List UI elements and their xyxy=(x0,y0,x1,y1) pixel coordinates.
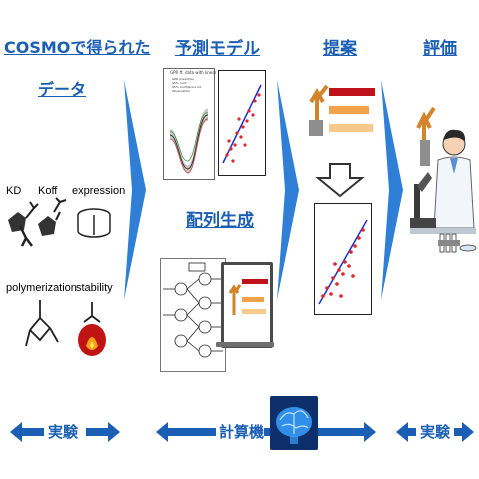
flow-chevron-arrow-1 xyxy=(124,80,146,300)
experiment-label-right: 実験 xyxy=(420,423,451,441)
gpr-legend-item-1: GPR prediction xyxy=(172,77,195,81)
kd-label: KD xyxy=(6,185,22,197)
cosmo-title-line1: COSMOで得られた xyxy=(4,38,151,57)
laptop-screen xyxy=(221,262,273,348)
koff-binding-icon xyxy=(38,197,67,236)
polymerization-icon xyxy=(25,300,59,347)
gpr-plot-legend: GPR prediction 95% conf. 95% confidence … xyxy=(172,77,202,93)
gpr-legend-item-2: 95% conf. xyxy=(172,81,187,85)
prediction-model-title: 予測モデル xyxy=(175,39,260,59)
ai-brain-icon xyxy=(270,396,318,450)
candidate-bar-3 xyxy=(329,124,373,132)
laptop-screen-content xyxy=(228,279,268,315)
laptop-base xyxy=(216,342,274,347)
scatter-plot-model xyxy=(222,84,262,164)
gpr-legend-item-4: Observation xyxy=(172,89,191,93)
koff-label: Koff xyxy=(38,185,58,197)
neural-network-diagram xyxy=(163,262,223,358)
scatter-plot-panel-proposal xyxy=(314,203,372,315)
sequence-generation-title: 配列生成 xyxy=(186,211,254,231)
polymerization-label: polymerization xyxy=(6,282,77,294)
experiment-arrow-right xyxy=(396,422,474,442)
experiment-label-left: 実験 xyxy=(48,423,79,441)
kd-binding-icon xyxy=(8,201,39,247)
gpr-plot-panel: GPR ft. data with linear GPR prediction … xyxy=(163,68,217,180)
scatter-plot-proposal xyxy=(318,219,368,305)
gpr-plot-title: GPR ft. data with linear xyxy=(170,70,217,75)
researcher-illustration xyxy=(410,106,477,253)
gpr-plot-curves xyxy=(169,108,209,174)
candidate-bar-1 xyxy=(329,88,375,96)
computer-arrow xyxy=(156,422,376,442)
stability-flame-icon xyxy=(78,302,106,356)
cosmo-title-line2: データ xyxy=(37,80,86,99)
down-arrow xyxy=(315,163,365,198)
proposal-title: 提案 xyxy=(323,39,357,59)
expression-vessel-icon xyxy=(77,208,111,238)
scatter-plot-panel-model xyxy=(218,70,266,176)
stability-label: stability xyxy=(76,282,113,294)
evaluation-title: 評価 xyxy=(423,39,457,59)
gpr-legend-item-3: 95% confidence int. xyxy=(172,85,202,89)
ranked-candidate-list xyxy=(309,84,375,136)
flow-chevron-arrow-2 xyxy=(277,80,299,300)
neural-network-panel xyxy=(160,258,226,372)
experiment-arrow-left xyxy=(10,422,120,442)
flow-chevron-arrow-3 xyxy=(381,80,403,300)
candidate-bar-2 xyxy=(329,106,369,114)
computer-label: 計算機 xyxy=(219,423,265,441)
expression-label: expression xyxy=(72,185,126,197)
